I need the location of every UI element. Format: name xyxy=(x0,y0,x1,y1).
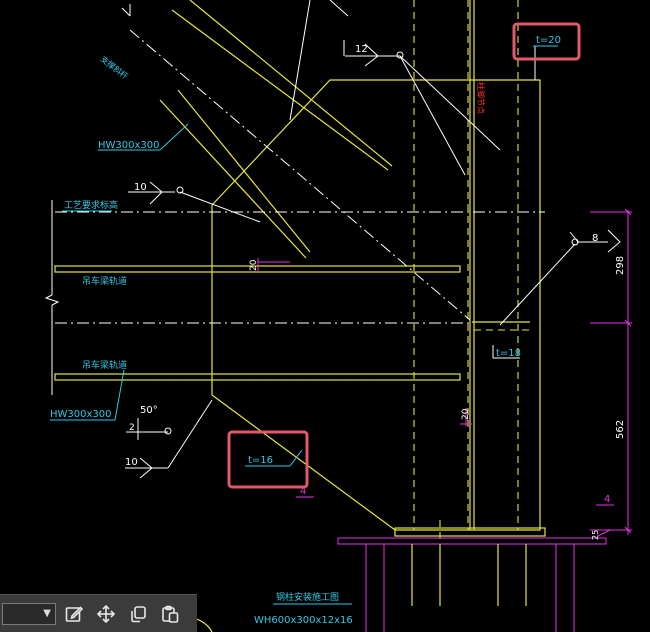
edit-icon xyxy=(65,605,84,622)
dim-562: 562 xyxy=(615,420,626,439)
rail-label-2: 吊车梁轨道 xyxy=(82,359,127,371)
marker-4-a: 4 xyxy=(604,494,610,505)
dimension-lines xyxy=(257,208,632,632)
chevron-down-icon: ▼ xyxy=(43,607,51,619)
section-hw-top: HW300x300 xyxy=(98,140,160,151)
paste-button[interactable] xyxy=(156,600,184,628)
dim-20-b: 20 xyxy=(461,408,471,420)
plate-thickness-t20: t=20 xyxy=(536,35,561,46)
dim-20-a: 20 xyxy=(249,259,259,271)
anchor-bolts xyxy=(179,544,527,632)
rail-label-1: 吊车梁轨道 xyxy=(82,275,127,287)
hidden-lines xyxy=(413,0,530,540)
angle-50: 50° xyxy=(140,405,158,416)
copy-icon xyxy=(131,605,146,622)
column-title: 钢柱安装施工图 xyxy=(276,591,339,603)
structure-lines xyxy=(54,0,546,537)
view-dropdown[interactable]: ▼ xyxy=(2,602,56,625)
highlight-t20 xyxy=(512,22,581,61)
weld-size-12: 12 xyxy=(355,44,368,55)
weld-size-10-top: 10 xyxy=(134,182,147,193)
red-note: 柱脚节点 xyxy=(476,82,486,114)
highlight-boxes xyxy=(227,22,581,489)
bottom-toolbar: ▼ xyxy=(0,594,197,632)
move-icon xyxy=(96,604,116,623)
dim-298: 298 xyxy=(615,256,626,275)
paste-icon xyxy=(162,605,179,623)
plate-thickness-t16: t=16 xyxy=(248,455,273,466)
center-lines xyxy=(55,29,545,324)
highlight-t16 xyxy=(227,430,309,489)
cyan-leaders xyxy=(50,45,558,605)
marker-4-b: 4 xyxy=(300,486,306,497)
column-spec: WH600x300x12x16 xyxy=(254,615,353,626)
move-button[interactable] xyxy=(92,600,120,628)
angle-2: 2 xyxy=(129,423,135,433)
weld-size-8: 8 xyxy=(592,233,598,244)
leader-lines xyxy=(44,0,621,479)
section-hw-left: HW300x300 xyxy=(50,409,112,420)
plate-thickness-t18: t=18 xyxy=(496,348,521,359)
level-label: 工艺要求标高 xyxy=(64,199,118,211)
edit-button[interactable] xyxy=(60,600,88,628)
brace-label: 支撑斜杆 xyxy=(99,54,130,82)
weld-size-10-bottom: 10 xyxy=(125,457,138,468)
dim-25: 25 xyxy=(591,530,600,540)
copy-button[interactable] xyxy=(124,600,152,628)
